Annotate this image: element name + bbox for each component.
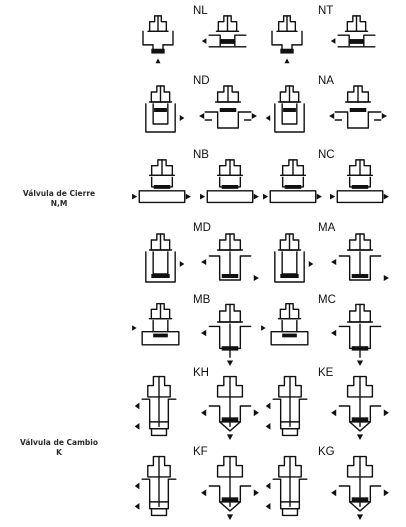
valve-code-ke: KE	[318, 367, 334, 379]
valve-code-md: MD	[193, 222, 211, 234]
valve-nc-body-icon	[262, 156, 324, 214]
valve-code-nd: ND	[193, 75, 210, 87]
shutoff-valve-label: Válvula de Cierre N,M	[0, 189, 118, 209]
valve-row-nl-nt: NL NT	[0, 0, 406, 70]
valve-nl-piston-icon	[133, 12, 183, 70]
valve-code-nc: NC	[318, 149, 335, 161]
changeover-valve-label: Válvula de Cambio K	[0, 438, 118, 458]
valve-ke-changeover-icon-alt	[329, 372, 391, 440]
valve-kh-changeover-icon-alt	[199, 372, 261, 440]
valve-row-kf-kg: KF KG	[0, 444, 406, 520]
valve-kg-changeover-icon-alt	[329, 452, 391, 520]
valve-na-body-icon-alt	[327, 82, 389, 142]
valve-nb-body-icon	[131, 156, 193, 214]
valve-mb-poppet-icon-alt	[199, 300, 261, 366]
valve-row-nd-na: ND NA	[0, 72, 406, 142]
shutoff-valve-title: Válvula de Cierre	[22, 189, 96, 198]
valve-code-nt: NT	[318, 5, 334, 17]
valve-code-nl: NL	[193, 5, 208, 17]
valve-ma-poppet-icon	[262, 230, 317, 290]
valve-code-nb: NB	[193, 149, 209, 161]
valve-md-poppet-icon-alt	[199, 230, 261, 290]
valve-nd-body-icon	[133, 82, 188, 142]
valve-row-mb-mc: MB MC	[0, 290, 406, 366]
valve-ke-changeover-icon	[262, 372, 318, 440]
valve-code-na: NA	[318, 75, 334, 87]
valve-nb-body-icon-alt	[199, 156, 261, 214]
valve-row-nb-nc: NB NC	[0, 146, 406, 216]
valve-mb-poppet-icon	[132, 300, 188, 356]
valve-nl-piston-icon-alt	[200, 12, 255, 70]
valve-na-body-icon	[262, 82, 317, 142]
valve-md-poppet-icon	[133, 230, 188, 290]
valve-kg-changeover-icon	[262, 452, 318, 520]
valve-mc-poppet-icon	[261, 300, 317, 356]
valve-row-kh-ke: KH KE	[0, 364, 406, 440]
shutoff-valve-codes: N,M	[50, 199, 68, 208]
valve-code-mb: MB	[193, 294, 211, 306]
changeover-valve-title: Válvula de Cambio	[19, 438, 99, 447]
valve-nt-piston-icon	[262, 12, 312, 70]
valve-nc-body-icon-alt	[329, 156, 391, 214]
valve-code-ma: MA	[318, 222, 336, 234]
valve-code-kg: KG	[318, 446, 335, 458]
valve-code-kf: KF	[193, 446, 208, 458]
valve-kf-changeover-icon-alt	[199, 452, 261, 520]
changeover-valve-codes: K	[56, 448, 62, 457]
valve-code-mc: MC	[318, 294, 336, 306]
valve-code-kh: KH	[193, 367, 209, 379]
valve-nd-body-icon-alt	[197, 82, 259, 142]
valve-kf-changeover-icon	[131, 452, 187, 520]
valve-ma-poppet-icon-alt	[329, 230, 391, 290]
valve-row-md-ma: MD MA	[0, 218, 406, 288]
valve-kh-changeover-icon	[131, 372, 187, 440]
valve-nt-piston-icon-alt	[329, 12, 384, 70]
valve-mc-poppet-icon-alt	[329, 300, 391, 366]
